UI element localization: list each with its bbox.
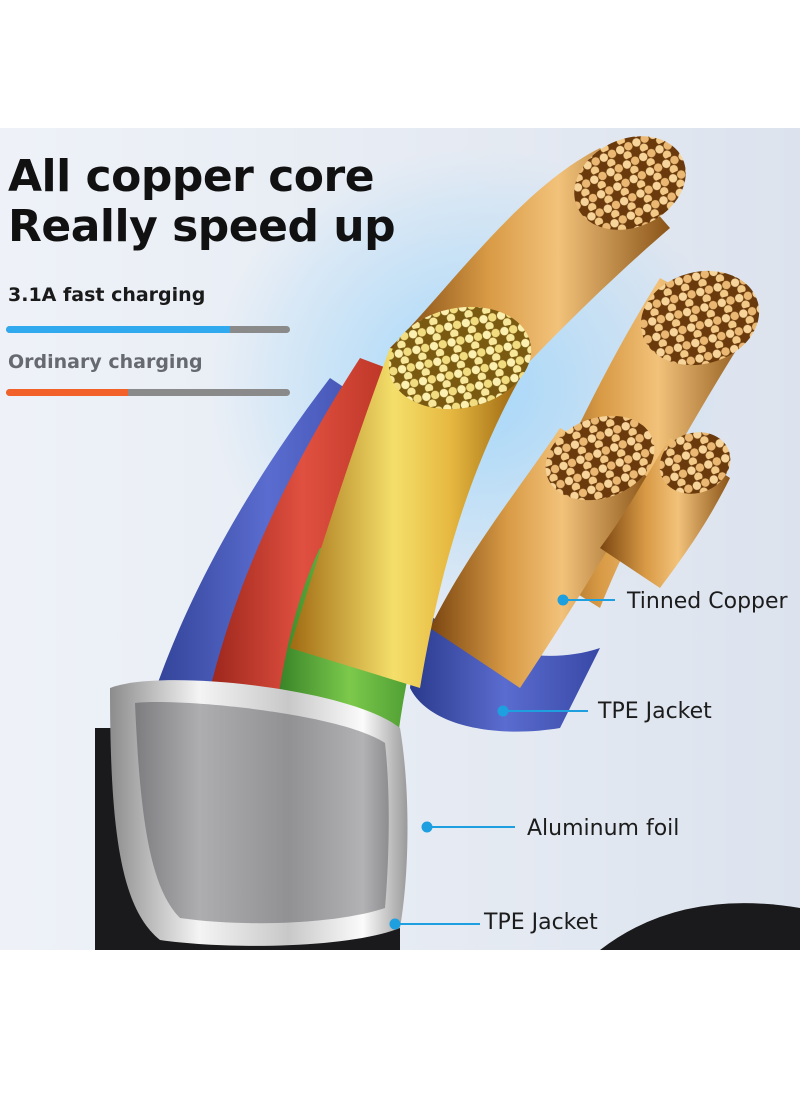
copper-strand-end xyxy=(574,136,686,230)
ordinary-charging-label: Ordinary charging xyxy=(8,351,203,373)
callout-tinned-copper: Tinned Copper xyxy=(627,589,788,614)
callout-tpe-jacket-outer: TPE Jacket xyxy=(484,910,598,935)
fast-charging-label: 3.1A fast charging xyxy=(8,284,206,306)
callout-tpe-jacket-inner: TPE Jacket xyxy=(598,699,712,724)
headline-line-1: All copper core xyxy=(8,151,375,202)
ordinary-charging-bar-fill xyxy=(6,389,129,396)
fast-charging-bar xyxy=(6,326,290,333)
fast-charging-bar-fill xyxy=(6,326,231,333)
callout-leaders xyxy=(389,594,615,930)
headline-line-2: Really speed up xyxy=(8,201,396,252)
ordinary-charging-bar xyxy=(6,389,290,396)
cable-cross-section-illustration xyxy=(95,136,800,950)
aluminum-foil-ring xyxy=(110,680,408,946)
callout-aluminum-foil: Aluminum foil xyxy=(527,816,680,841)
product-banner: All copper core Really speed up 3.1A fas… xyxy=(0,128,800,950)
